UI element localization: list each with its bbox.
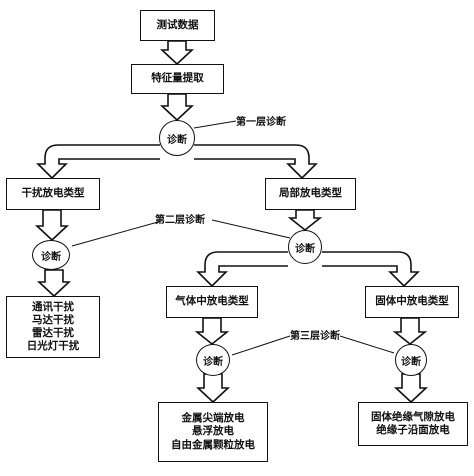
diagnose-node-5: 诊断 bbox=[395, 344, 427, 376]
leader-layer3-right bbox=[339, 335, 395, 354]
gas-result-1: 金属尖端放电 bbox=[181, 412, 245, 425]
interference-result-4: 日光灯干扰 bbox=[26, 340, 80, 353]
arrow-gas-to-diag4 bbox=[194, 317, 230, 346]
arrow-feature-to-diag1 bbox=[159, 93, 195, 122]
diagnose-label-5: 诊断 bbox=[401, 356, 421, 368]
interference-results-box: 通讯干扰 马达干扰 雷达干扰 日光灯干扰 bbox=[6, 296, 100, 358]
test-data-label: 测试数据 bbox=[156, 18, 199, 31]
layer-label-first: 第一层诊断 bbox=[236, 117, 286, 128]
leader-layer1 bbox=[193, 120, 237, 129]
solid-type-label: 固体中放电类型 bbox=[375, 295, 449, 308]
partial-type-label: 局部放电类型 bbox=[279, 187, 342, 200]
interference-type-label: 干扰放电类型 bbox=[21, 187, 85, 200]
split-diag1 bbox=[36, 144, 318, 180]
feature-extract-label: 特征量提取 bbox=[151, 72, 204, 85]
arrow-diag4-to-results bbox=[195, 373, 231, 404]
leader-layer2-left bbox=[71, 221, 159, 247]
solid-type-box: 固体中放电类型 bbox=[365, 286, 459, 318]
layer-label-second: 第二层诊断 bbox=[155, 215, 205, 226]
arrow-data-to-feature bbox=[159, 40, 195, 66]
arrow-interf-to-diag2 bbox=[34, 209, 70, 242]
test-data-box: 测试数据 bbox=[140, 10, 215, 41]
interference-result-2: 马达干扰 bbox=[32, 313, 74, 326]
diagnose-label-1: 诊断 bbox=[167, 134, 187, 146]
split-diag3 bbox=[196, 251, 420, 288]
gas-results-box: 金属尖端放电 悬浮放电 自由金属颗粒放电 bbox=[158, 402, 268, 462]
gas-type-label: 气体中放电类型 bbox=[175, 295, 249, 308]
solid-result-1: 固体绝缘气隙放电 bbox=[371, 410, 455, 423]
gas-result-3: 自由金属颗粒放电 bbox=[171, 438, 255, 451]
diagnose-label-4: 诊断 bbox=[203, 356, 223, 368]
arrow-solid-to-diag5 bbox=[392, 317, 428, 346]
layer-label-third: 第三层诊断 bbox=[290, 331, 340, 342]
gas-type-box: 气体中放电类型 bbox=[166, 286, 258, 318]
interference-result-3: 雷达干扰 bbox=[32, 327, 74, 339]
arrow-partial-to-diag3 bbox=[287, 209, 323, 232]
diagnose-node-2: 诊断 bbox=[32, 240, 70, 270]
interference-type-box: 干扰放电类型 bbox=[6, 178, 100, 210]
arrow-diag2-to-results bbox=[36, 269, 72, 298]
solid-results-box: 固体绝缘气隙放电 绝缘子沿面放电 bbox=[358, 402, 468, 446]
diagnose-node-1: 诊断 bbox=[159, 120, 195, 156]
diagnose-label-2: 诊断 bbox=[41, 251, 61, 263]
diagnose-node-3: 诊断 bbox=[288, 230, 322, 264]
gas-result-2: 悬浮放电 bbox=[192, 425, 234, 438]
leader-layer2-right bbox=[211, 219, 291, 239]
arrow-diag5-to-results bbox=[393, 373, 429, 404]
diagnose-node-4: 诊断 bbox=[196, 344, 230, 376]
leader-layer3-left bbox=[231, 335, 291, 356]
diagnose-label-3: 诊断 bbox=[295, 243, 315, 255]
partial-type-box: 局部放电类型 bbox=[265, 178, 356, 210]
solid-result-2: 绝缘子沿面放电 bbox=[376, 424, 450, 436]
feature-extract-box: 特征量提取 bbox=[131, 64, 224, 94]
interference-result-1: 通讯干扰 bbox=[32, 300, 74, 313]
